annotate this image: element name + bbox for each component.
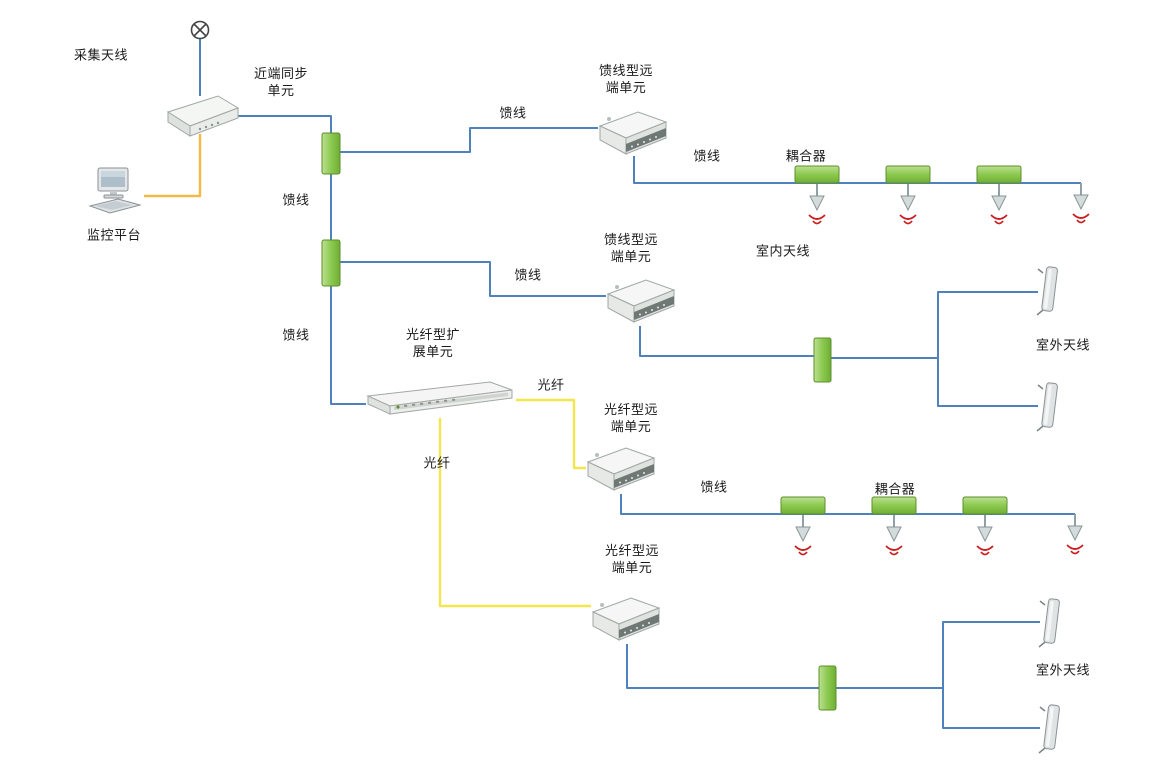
fiber-expansion-unit-label: 光纤型扩 展单元 — [405, 327, 461, 359]
collect-antenna-label: 采集天线 — [73, 47, 129, 63]
outdoor-antenna-icon — [1038, 703, 1061, 754]
fiber-remote-unit-1-device — [587, 447, 655, 491]
fiber-label-1: 光纤 — [537, 377, 565, 393]
coupler-label-1: 耦合器 — [785, 148, 827, 164]
fiber-expansion-unit-device — [367, 381, 513, 415]
monitor-platform-label: 监控平台 — [86, 227, 142, 243]
fiber-label-2: 光纤 — [423, 455, 451, 471]
outdoor-antenna-icon — [1036, 265, 1059, 316]
coupler-row2-3 — [962, 496, 1008, 515]
feeder-remote-unit-2-label: 馈线型远 端单元 — [603, 232, 659, 264]
coupler-row1-1 — [794, 165, 840, 184]
fiber-line-expansion-to-remote2 — [438, 418, 591, 608]
feeder-line-remote2-to-outdoor-splitter — [639, 326, 814, 357]
fiber-remote-unit-1-label: 光纤型远 端单元 — [603, 402, 659, 434]
indoor-antenna-label: 室内天线 — [755, 243, 811, 259]
feeder-line-outdoor-branch-down2 — [942, 688, 1040, 729]
outdoor-antenna-label-1: 室外天线 — [1035, 337, 1091, 353]
coupler-row2-2 — [871, 496, 917, 515]
outdoor-splitter-2 — [818, 665, 837, 711]
feeder-line-remote4-to-outdoor-splitter — [626, 644, 819, 689]
outdoor-antenna-icon — [1036, 381, 1059, 432]
fiber-remote-unit-2-label: 光纤型远 端单元 — [604, 543, 660, 575]
feeder-line-outdoor-branch-up2 — [836, 621, 1040, 689]
coupler-label-2: 耦合器 — [874, 481, 916, 497]
coupler-row1-3 — [976, 165, 1022, 184]
splitter-1 — [321, 132, 341, 175]
feeder-remote-unit-2-device — [607, 279, 675, 323]
fiber-line-expansion-to-remote1 — [516, 398, 586, 470]
indoor-antenna-icon — [885, 515, 903, 556]
feeder-label-3: 馈线 — [282, 192, 310, 208]
coupler-row1-2 — [885, 165, 931, 184]
feeder-label-5: 馈线 — [282, 327, 310, 343]
feeder-line-near-to-splitter1 — [238, 115, 332, 133]
indoor-antenna-icon — [976, 515, 994, 556]
feeder-remote-unit-1-device — [599, 111, 667, 155]
feeder-line-coupler-row1 — [633, 156, 1081, 184]
outdoor-splitter-1 — [813, 337, 832, 383]
monitor-platform-computer — [89, 167, 141, 214]
indoor-antenna-icon — [808, 184, 826, 225]
feeder-line-outdoor-branch-up1 — [831, 291, 1038, 359]
feeder-label-6: 馈线 — [700, 479, 728, 495]
indoor-antenna-icon — [1072, 183, 1090, 224]
outdoor-antenna-icon — [1038, 597, 1061, 648]
indoor-antenna-icon — [899, 184, 917, 225]
feeder-line-splitter2-to-remote2 — [340, 261, 606, 297]
splitter-2 — [321, 239, 341, 287]
feeder-line-splitter1-to-remote1 — [340, 127, 598, 153]
coupler-row2-1 — [780, 496, 826, 515]
feeder-line-splitter2-to-expansion — [330, 286, 366, 405]
outdoor-antenna-label-2: 室外天线 — [1035, 662, 1091, 678]
indoor-antenna-icon — [1066, 514, 1084, 555]
monitor-link-line — [144, 134, 202, 198]
indoor-antenna-icon — [794, 515, 812, 556]
indoor-antenna-icon — [990, 184, 1008, 225]
feeder-label-2: 馈线 — [693, 148, 721, 164]
near-end-sync-unit-label: 近端同步 单元 — [253, 66, 309, 98]
feeder-label-1: 馈线 — [499, 105, 527, 121]
feeder-label-4: 馈线 — [514, 267, 542, 283]
fiber-remote-unit-2-device — [592, 597, 660, 641]
near-end-sync-unit-device — [167, 95, 239, 137]
feeder-remote-unit-1-label: 馈线型远 端单元 — [598, 63, 654, 95]
feeder-line-coupler-row2 — [620, 494, 1075, 515]
collect-antenna-icon — [190, 20, 210, 40]
feeder-line-outdoor-branch-down1 — [937, 358, 1038, 407]
